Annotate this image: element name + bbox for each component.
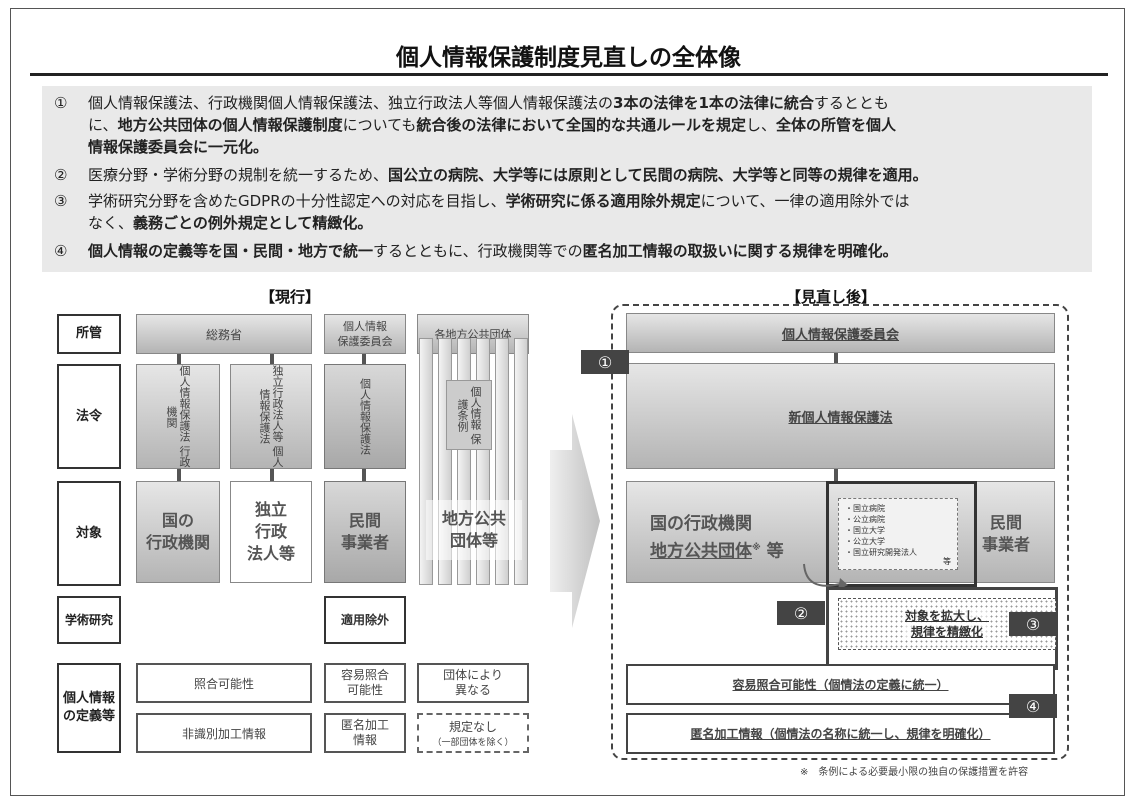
point-run: し、 [745, 116, 776, 134]
def-tokumei: 匿名加工 情報 [324, 713, 406, 753]
law-gyosei: 個人情報保護法 行政機関 [136, 364, 220, 469]
point-run: についても [342, 116, 417, 134]
def-shogo: 照合可能性 [136, 663, 312, 703]
title-rule [30, 73, 1108, 76]
point-run: 学術研究分野を含めたGDPRの十分性認定への対応を目指し、 [88, 192, 506, 210]
after-dashed-frame [611, 304, 1069, 760]
point-bold-run: 義務ごとの例外規定として精緻化。 [133, 214, 373, 232]
connector [177, 469, 181, 481]
point-line: 情報保護委員会に一元化。 [88, 136, 1088, 158]
point-line: 医療分野・学術分野の規制を統一するため、国公立の病院、大学等には原則として民間の… [88, 164, 1088, 186]
after-target-minkan: 民間 事業者 [981, 513, 1030, 554]
point-bold-run: 3本の法律を1本の法律に統合 [613, 94, 814, 112]
point-line: に、地方公共団体の個人情報保護制度についても統合後の法律において全国的な共通ルー… [88, 114, 1088, 136]
point-bold-run: 情報保護委員会に一元化。 [88, 138, 269, 156]
page-frame [10, 8, 1125, 796]
footnote: ※ 条例による必要最小限の独自の保護措置を許容 [800, 767, 1029, 778]
point-number: ① [54, 94, 68, 112]
institution-item: ・国立研究開発法人 [845, 548, 917, 557]
after-ppc: 個人情報保護委員会 [626, 313, 1055, 353]
after-public-institutions-frame [826, 481, 977, 587]
point-bold-run: 全体の所管を個人 [775, 116, 896, 134]
connector [270, 354, 274, 364]
connector [834, 469, 838, 481]
summary-box: ① 個人情報保護法、行政機関個人情報保護法、独立行政法人等個人情報保護法の3本の法… [42, 86, 1092, 272]
shokan-somusho: 総務省 [136, 314, 312, 354]
badge-2: ② [777, 601, 825, 625]
shokan-ppc: 個人情報 保護委員会 [324, 314, 406, 354]
point-line: 個人情報の定義等を国・民間・地方で統一するとともに、行政機関等での匿名加工情報の… [88, 240, 1088, 262]
point-text: 個人情報保護法、行政機関個人情報保護法、独立行政法人等個人情報保護法の3本の法律… [88, 92, 1088, 158]
point-run: なく、 [88, 214, 134, 232]
after-new-law: 新個人情報保護法 [626, 363, 1055, 469]
academic-exempt: 適用除外 [324, 596, 406, 644]
point-text: 医療分野・学術分野の規制を統一するため、国公立の病院、大学等には原則として民間の… [88, 164, 1088, 186]
point-text: 個人情報の定義等を国・民間・地方で統一するとともに、行政機関等での匿名加工情報の… [88, 240, 1088, 262]
after-public-institutions-list: ・国立病院・公立病院・国立大学・公立大学・国立研究開発法人 等 [838, 498, 958, 570]
institution-item: ・国立大学 [845, 526, 885, 535]
point-bold-run: 個人情報の定義等を国・民間・地方で統一 [88, 242, 374, 260]
transition-arrow-icon [550, 414, 600, 628]
badge-3: ③ [1009, 612, 1057, 636]
row-label-gakujutsu: 学術研究 [57, 596, 121, 644]
target-dokuho: 独立 行政 法人等 [230, 481, 312, 583]
after-target-chiho: 地方公共団体 [650, 541, 752, 562]
institution-item: ・国立病院 [845, 504, 885, 513]
connector [177, 354, 181, 364]
connector [362, 354, 366, 364]
point-bold-run: 学術研究に係る適用除外規定 [505, 192, 701, 210]
law-dokuho: 独立行政法人等 個人情報保護法 [230, 364, 312, 469]
row-label-horei: 法令 [57, 364, 121, 469]
def-yoi: 容易照合 可能性 [324, 663, 406, 703]
point-run: するとともに、行政機関等での [373, 242, 583, 260]
after-section-label: 【見直し後】 [786, 288, 877, 306]
institution-item: ・公立病院 [845, 515, 885, 524]
point-number: ② [54, 166, 68, 184]
point-number: ③ [54, 192, 68, 210]
point-bold-run: 国公立の病院、大学等には原則として民間の病院、大学等と同等の規律を適用。 [388, 166, 928, 184]
after-def-yoi: 容易照合可能性（個情法の定義に統一） [626, 664, 1055, 705]
target-minkan: 民間 事業者 [324, 481, 406, 583]
point-run: 医療分野・学術分野の規制を統一するため、 [88, 166, 389, 184]
point-number: ④ [54, 242, 68, 260]
target-local: 地方公共 団体等 [426, 500, 522, 560]
current-section-label: 【現行】 [260, 288, 321, 306]
point-run: に、 [88, 116, 118, 134]
point-text: 学術研究分野を含めたGDPRの十分性認定への対応を目指し、学術研究に係る適用除外… [88, 190, 1088, 234]
law-jorei: 個人情報 保護条例 [446, 380, 492, 450]
connector [270, 469, 274, 481]
point-bold-run: 匿名加工情報の取扱いに関する規律を明確化。 [582, 242, 898, 260]
after-target-kuni: 国の行政機関 [650, 514, 752, 534]
after-def-tokumei: 匿名加工情報（個情法の名称に統一し、規律を明確化） [626, 713, 1055, 754]
after-target-etc: 等 [766, 541, 784, 562]
def-nashi-label: 規定なし [448, 720, 497, 734]
page-title: 個人情報保護制度見直しの全体像 [396, 45, 741, 71]
after-target-left: 国の行政機関 地方公共団体※ 等 [650, 512, 784, 564]
def-hishikibetsu: 非識別加工情報 [136, 713, 312, 753]
def-dantai: 団体により 異なる [417, 663, 529, 703]
point-line: 学術研究分野を含めたGDPRの十分性認定への対応を目指し、学術研究に係る適用除外… [88, 190, 1088, 212]
point-bold-run: 地方公共団体の個人情報保護制度 [117, 116, 343, 134]
target-kuni: 国の 行政機関 [136, 481, 220, 583]
shokan-local-govts: 各地方公共団体 [417, 314, 529, 354]
list-etc: 等 [943, 557, 951, 566]
point-line: なく、義務ごとの例外規定として精緻化。 [88, 212, 1088, 234]
connector [362, 469, 366, 481]
point-bold-run: 統合後の法律において全国的な共通ルールを規定 [416, 116, 746, 134]
point-run: について、一律の適用除外では [700, 192, 910, 210]
point-line: 個人情報保護法、行政機関個人情報保護法、独立行政法人等個人情報保護法の3本の法律… [88, 92, 1088, 114]
point-run: するととも [813, 94, 889, 112]
def-nashi-note: （一部団体を除く） [432, 738, 514, 748]
row-label-taisho: 対象 [57, 481, 121, 586]
institution-item: ・公立大学 [845, 537, 885, 546]
law-kojin: 個人情報保護法 [324, 364, 406, 469]
connector [834, 353, 838, 363]
def-nashi: 規定なし （一部団体を除く） [417, 713, 529, 753]
badge-4: ④ [1009, 694, 1057, 718]
after-target-mark: ※ [752, 543, 761, 553]
row-label-teigi: 個人情報 の定義等 [57, 663, 121, 753]
badge-1: ① [581, 350, 629, 374]
row-label-shokan: 所管 [57, 314, 121, 354]
point-run: 個人情報保護法、行政機関個人情報保護法、独立行政法人等個人情報保護法の [88, 94, 614, 112]
